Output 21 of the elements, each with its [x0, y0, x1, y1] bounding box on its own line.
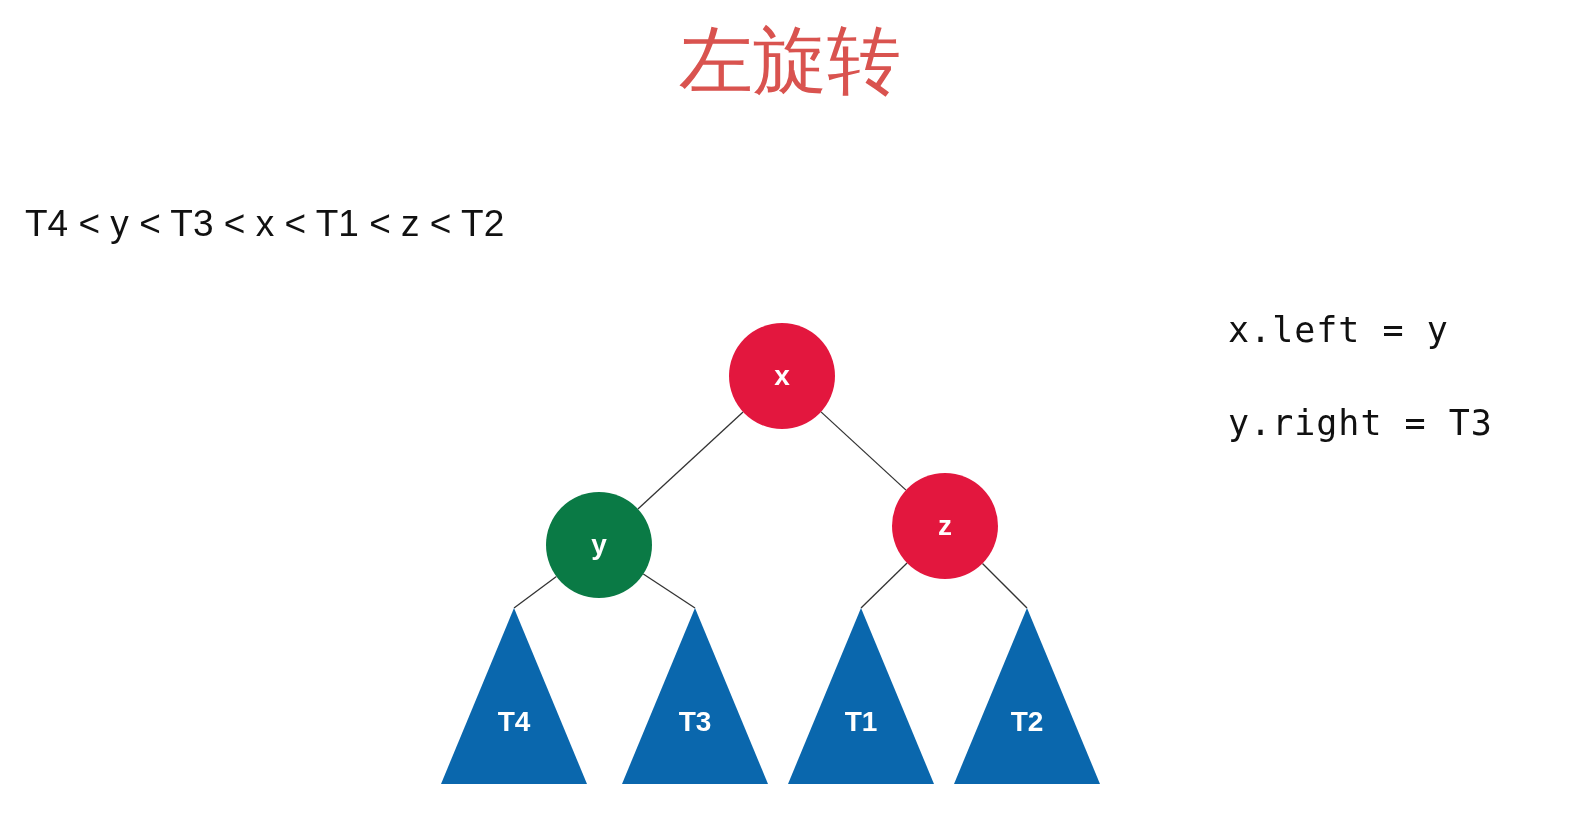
- code-text: y.right = T3: [1228, 403, 1493, 443]
- tree-edge: [513, 575, 558, 609]
- title: 左旋转: [677, 16, 902, 105]
- node-label: z: [938, 510, 952, 542]
- tree-edge: [820, 411, 907, 491]
- subtree-triangle: [622, 608, 768, 784]
- subtree-triangle: [788, 608, 934, 784]
- node-label: T2: [1010, 706, 1044, 738]
- tree-edge: [860, 562, 908, 609]
- node-label: y: [591, 529, 607, 561]
- node-label: T4: [497, 706, 531, 738]
- tree-edge: [642, 573, 696, 609]
- subtree-triangle: [954, 608, 1100, 784]
- tree-edge: [637, 411, 744, 510]
- subtree-triangle: [441, 608, 587, 784]
- node-label: T1: [844, 706, 878, 738]
- tree-edge: [981, 562, 1028, 609]
- node-label: x: [774, 360, 790, 392]
- node-label: T3: [678, 706, 712, 738]
- code-text: x.left = y: [1228, 310, 1449, 350]
- ordering-text: T4 < y < T3 < x < T1 < z < T2: [25, 203, 505, 245]
